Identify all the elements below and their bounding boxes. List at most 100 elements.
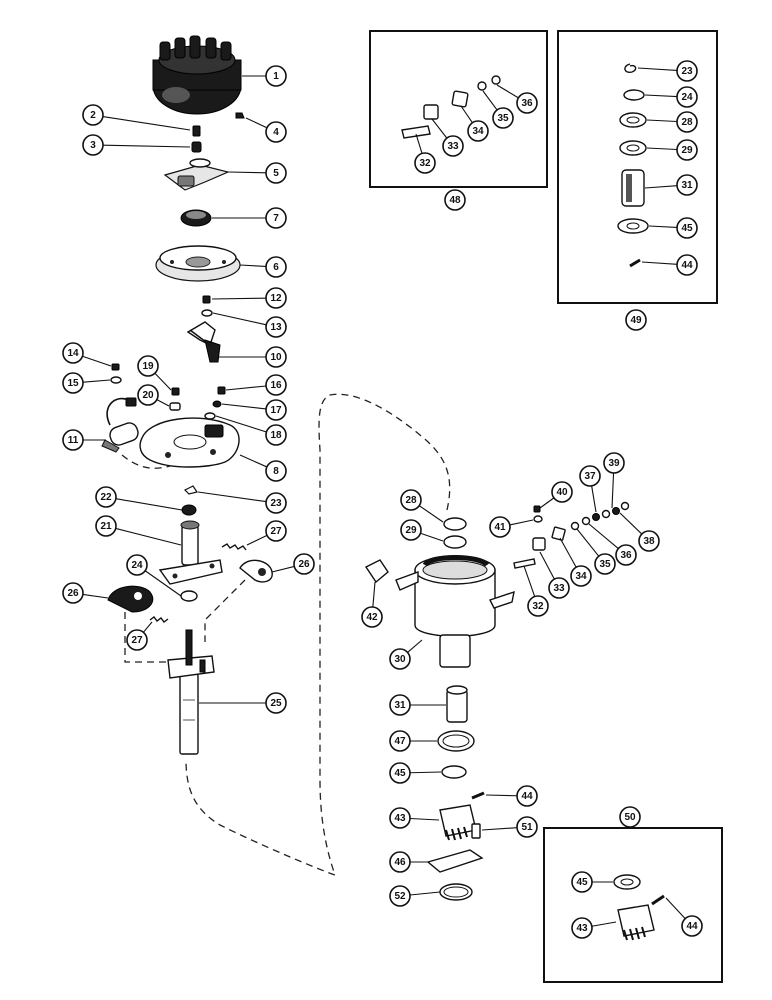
terminal-33b-part — [532, 537, 546, 551]
callout-circle — [676, 254, 698, 276]
screw-40-part — [533, 505, 541, 513]
callout-circle — [676, 139, 698, 161]
screw-19-part — [171, 387, 180, 396]
callout-c33b: 33 — [548, 577, 570, 599]
callout-circle — [62, 582, 84, 604]
callout-c36a: 36 — [516, 92, 538, 114]
callout-circle — [62, 429, 84, 451]
callout-circle — [265, 316, 287, 338]
nut-38-part — [612, 507, 620, 515]
leader-c26a — [82, 593, 109, 599]
leader-c43a — [409, 817, 440, 821]
callout-number: 17 — [270, 405, 282, 416]
screw-51-part — [471, 823, 481, 839]
leader-c44a — [641, 261, 678, 265]
callout-circle — [681, 915, 703, 937]
leader-c4 — [245, 117, 268, 129]
callout-circle — [676, 111, 698, 133]
callout-circle — [82, 134, 104, 156]
callout-circle — [571, 871, 593, 893]
leader-c12 — [211, 297, 267, 300]
callout-number: 33 — [447, 141, 459, 152]
callout-c32a: 32 — [414, 152, 436, 174]
leader-c30 — [407, 639, 423, 653]
callout-number: 44 — [681, 260, 693, 271]
spring-27a-part — [221, 543, 247, 551]
leader-c52 — [409, 891, 441, 896]
leader-c3 — [102, 144, 191, 148]
leader-c41 — [509, 519, 534, 526]
callout-number: 51 — [521, 822, 533, 833]
callout-c24b: 24 — [676, 86, 698, 108]
callout-circle — [594, 553, 616, 575]
callout-c34b: 34 — [570, 565, 592, 587]
callout-circle — [137, 355, 159, 377]
callout-c28a: 28 — [676, 111, 698, 133]
pin-44c-part — [651, 894, 665, 906]
callout-circle — [265, 162, 287, 184]
callout-number: 37 — [584, 471, 596, 482]
callout-number: 35 — [599, 559, 611, 570]
callout-circle — [676, 217, 698, 239]
callout-circle — [676, 60, 698, 82]
screw-16-part — [217, 386, 226, 395]
callout-number: 26 — [67, 588, 79, 599]
callout-c19: 19 — [137, 355, 159, 377]
leader-c51 — [481, 827, 518, 831]
callout-c44c: 44 — [681, 915, 703, 937]
callout-c36b: 36 — [615, 544, 637, 566]
distributor-housing-part — [395, 555, 515, 668]
leader-c35a — [482, 90, 498, 111]
callout-number: 24 — [131, 560, 143, 571]
callout-c1: 1 — [265, 65, 287, 87]
callout-circle — [265, 207, 287, 229]
callout-circle — [265, 256, 287, 278]
callout-circle — [492, 107, 514, 129]
callout-circle — [389, 730, 411, 752]
inset-panel-49 — [557, 30, 718, 304]
callout-number: 33 — [553, 583, 565, 594]
callout-circle — [293, 553, 315, 575]
callout-c44b: 44 — [516, 785, 538, 807]
callout-circle — [265, 460, 287, 482]
callout-circle — [442, 135, 464, 157]
callout-circle — [527, 595, 549, 617]
leader-c28a — [646, 119, 678, 123]
callout-c23a: 23 — [265, 492, 287, 514]
callout-circle — [625, 309, 647, 331]
callout-number: 52 — [394, 891, 406, 902]
callout-number: 38 — [643, 536, 655, 547]
callout-c32b: 32 — [527, 595, 549, 617]
leader-c37 — [591, 485, 597, 513]
distributor-cap-part — [152, 35, 242, 115]
callout-number: 12 — [270, 293, 282, 304]
callout-number: 16 — [270, 380, 282, 391]
callout-circle — [676, 86, 698, 108]
leader-c14 — [82, 355, 112, 367]
callout-c20: 20 — [137, 384, 159, 406]
cam-part — [158, 520, 223, 585]
leader-c43b — [591, 921, 617, 927]
callout-c52: 52 — [389, 885, 411, 907]
shaft-part — [167, 629, 215, 755]
callout-c35b: 35 — [594, 553, 616, 575]
callout-c15: 15 — [62, 372, 84, 394]
callout-number: 6 — [273, 262, 279, 273]
seal-47-inner — [442, 734, 470, 748]
leader-c44c — [665, 897, 686, 920]
callout-c27a: 27 — [265, 520, 287, 542]
callout-number: 8 — [273, 466, 279, 477]
screw-12-part — [202, 295, 211, 304]
leader-c17 — [221, 403, 267, 410]
callout-c4: 4 — [265, 121, 287, 143]
gear-43b-part — [617, 904, 655, 941]
callout-circle — [95, 486, 117, 508]
callout-c42: 42 — [361, 606, 383, 628]
callout-number: 41 — [494, 522, 506, 533]
inset-49-parts — [617, 63, 649, 268]
leader-c27b — [142, 621, 153, 633]
callout-circle — [265, 65, 287, 87]
leader-c5 — [227, 171, 267, 174]
callout-circle — [638, 530, 660, 552]
leader-c24a — [144, 570, 182, 597]
